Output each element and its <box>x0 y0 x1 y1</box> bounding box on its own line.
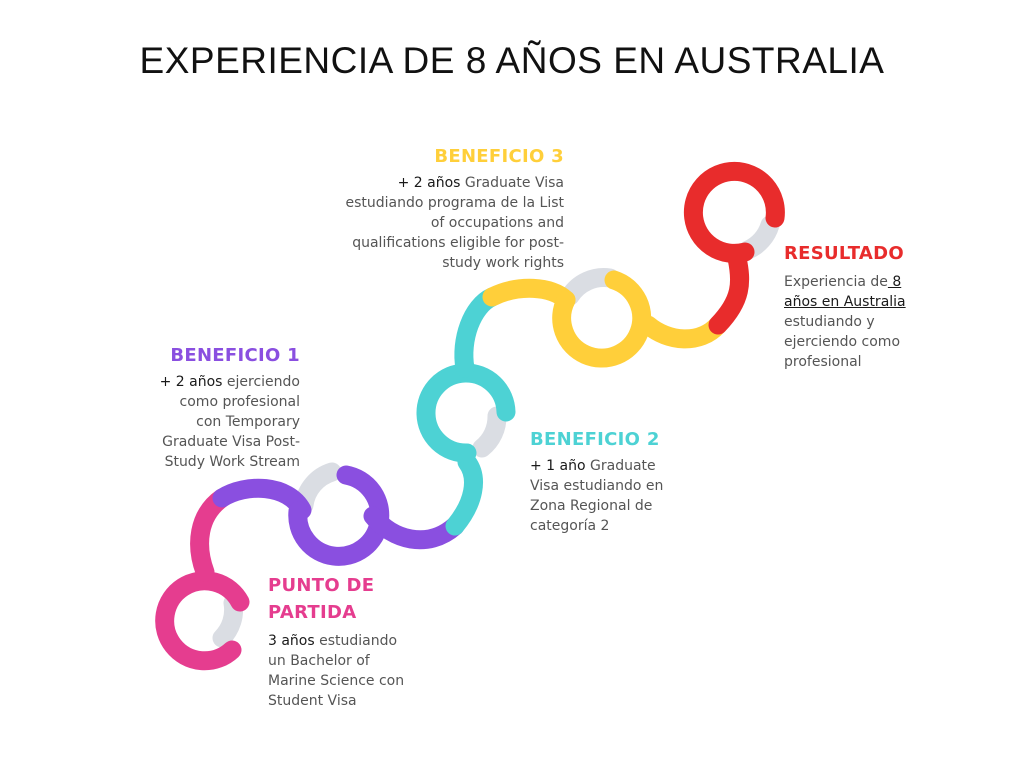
step-start-text-line3: Marine Science con <box>268 673 405 689</box>
step-benefit3-text-line1: Graduate Visa <box>460 175 564 191</box>
step-benefit3-text-line3: of occupations and <box>430 215 564 231</box>
step-result: RESULTADO Experiencia de 8 años en Austr… <box>784 240 984 372</box>
page-title: EXPERIENCIA DE 8 AÑOS EN AUSTRALIA <box>139 40 885 81</box>
step-benefit1-text-line4: Graduate Visa Post- <box>162 434 300 450</box>
step-benefit3: BENEFICIO 3 + 2 años Graduate Visa estud… <box>294 143 564 273</box>
step-benefit2-heading: BENEFICIO 2 <box>530 429 660 450</box>
step-benefit3-text-line4: qualifications eligible for post- <box>352 235 564 251</box>
step-benefit2: BENEFICIO 2 + 1 año Graduate Visa estudi… <box>530 426 710 536</box>
step-benefit1: BENEFICIO 1 + 2 años ejerciendo como pro… <box>120 342 300 472</box>
segment-benefit3-yellow <box>482 270 728 368</box>
step-start-text-line1: estudiando <box>314 633 398 649</box>
step-start-heading: PUNTO DE PARTIDA <box>268 572 438 626</box>
step-benefit3-text-line2: estudiando programa de la List <box>345 195 564 211</box>
segment-benefit1-purple <box>212 465 465 566</box>
step-start-heading-line1: PUNTO DE <box>268 575 375 596</box>
step-result-emphasis-line2: años en Australia <box>784 294 906 310</box>
step-result-text-pre: Experiencia de <box>784 274 888 290</box>
step-benefit1-text-line2: como profesional <box>179 394 300 410</box>
step-benefit3-text-line5: study work rights <box>442 255 564 271</box>
step-start-heading-line2: PARTIDA <box>268 602 357 623</box>
step-benefit1-text-line3: con Temporary <box>196 414 300 430</box>
step-result-emphasis-line1: 8 <box>887 274 902 290</box>
step-benefit2-text-line2: Visa estudiando en <box>530 478 664 494</box>
step-benefit2-text-line1: Graduate <box>585 458 656 474</box>
step-benefit3-duration: + 2 años <box>397 175 461 191</box>
step-benefit2-description: + 1 año Graduate Visa estudiando en Zona… <box>530 456 710 536</box>
step-result-text-line5: profesional <box>784 354 862 370</box>
step-benefit3-description: + 2 años Graduate Visa estudiando progra… <box>294 173 564 273</box>
step-benefit2-duration: + 1 año <box>530 458 586 474</box>
step-benefit3-heading: BENEFICIO 3 <box>434 146 564 167</box>
step-benefit1-duration: + 2 años <box>159 374 223 390</box>
step-benefit2-text-line3: Zona Regional de <box>530 498 653 514</box>
step-benefit1-heading: BENEFICIO 1 <box>170 345 300 366</box>
step-result-description: Experiencia de 8 años en Australia estud… <box>784 272 984 372</box>
step-benefit1-description: + 2 años ejerciendo como profesional con… <box>120 372 300 472</box>
step-start-duration: 3 años <box>268 633 315 649</box>
step-result-text-line4: ejerciendo como <box>784 334 901 350</box>
segment-result-red <box>683 161 785 335</box>
step-benefit2-text-line4: categoría 2 <box>530 518 610 534</box>
step-result-text-line3: estudiando y <box>784 314 875 330</box>
step-result-heading: RESULTADO <box>784 243 904 264</box>
step-start-text-line4: Student Visa <box>268 693 357 709</box>
step-start-text-line2: un Bachelor of <box>268 653 370 669</box>
step-start-description: 3 años estudiando un Bachelor of Marine … <box>268 631 438 711</box>
step-benefit1-text-line1: ejerciendo <box>222 374 300 390</box>
step-benefit1-text-line5: Study Work Stream <box>164 454 300 470</box>
step-start: PUNTO DE PARTIDA 3 años estudiando un Ba… <box>268 572 438 711</box>
